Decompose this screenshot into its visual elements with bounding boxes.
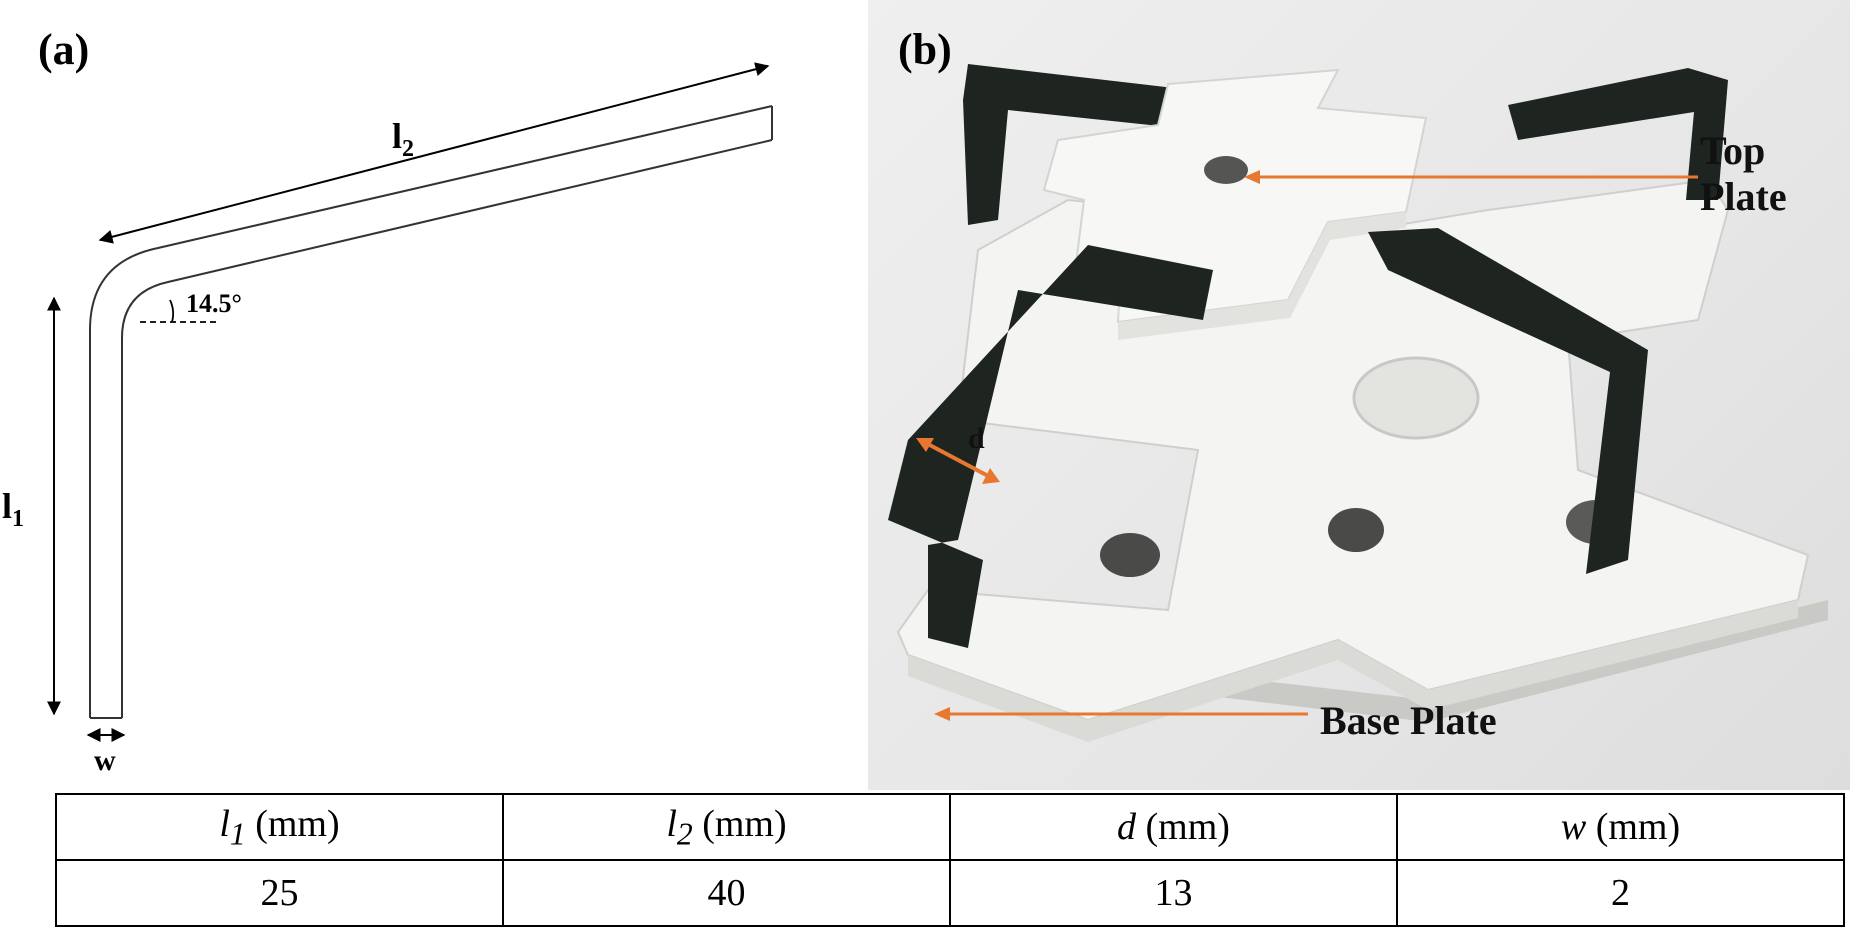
base-plate-shadow (908, 600, 1828, 722)
d-dimension-arrow (923, 440, 993, 480)
mechanism-photo: d (868, 0, 1850, 790)
l2-dimension-arrow (98, 62, 770, 244)
header-l1: l1 (mm) (55, 793, 504, 861)
flexure-back-left (963, 64, 1208, 225)
base-plate-arrow-head (934, 707, 950, 721)
dimension-table: l1 (mm) l2 (mm) d (mm) w (mm) 25 40 13 2 (55, 793, 1845, 927)
base-plate-edge (908, 600, 1798, 742)
top-plate-hole (1204, 156, 1248, 184)
value-l1: 25 (55, 859, 504, 927)
panel-b-label: (b) (898, 25, 952, 74)
base-hole (1352, 356, 1480, 440)
mechanism-illustration: d (888, 64, 1828, 742)
header-d: d (mm) (949, 793, 1398, 861)
top-plate-edge (1074, 212, 1406, 340)
top-plate-label-line1: Top (1700, 128, 1766, 173)
d-arrow-head-end (982, 468, 1000, 484)
flexure-front-right (1368, 228, 1648, 574)
header-l2: l2 (mm) (502, 793, 951, 861)
l1-label: l1 (2, 486, 24, 532)
flexure-back-right (1508, 68, 1728, 200)
value-l2: 40 (502, 859, 951, 927)
flexure-inner-edge (121, 139, 773, 718)
base-hole (1328, 508, 1384, 552)
d-label: d (968, 422, 985, 455)
table-header-row: l1 (mm) l2 (mm) d (mm) w (mm) (55, 793, 1845, 861)
top-plate-label-line2: Plate (1700, 174, 1787, 219)
value-w: 2 (1396, 859, 1845, 927)
table-row: 25 40 13 2 (55, 859, 1845, 927)
value-d: 13 (949, 859, 1398, 927)
angle-arc (169, 299, 174, 323)
top-plate-arrow-head (1244, 170, 1260, 184)
w-label: w (94, 744, 116, 777)
flexure-front-left (888, 245, 1213, 648)
flexure-outer-edge (89, 105, 773, 718)
angle-label: 14.5° (186, 289, 242, 318)
base-plate-label: Base Plate (1320, 698, 1497, 743)
d-arrow-head-start (916, 438, 934, 452)
top-plate-label: Top Plate (1700, 128, 1787, 220)
base-hole (1100, 533, 1160, 577)
panel-a-label: (a) (38, 25, 90, 74)
header-w: w (mm) (1396, 793, 1845, 861)
flexure-drawing: l2 l1 w 14.5° (2, 62, 773, 777)
l2-label: l2 (392, 116, 414, 162)
